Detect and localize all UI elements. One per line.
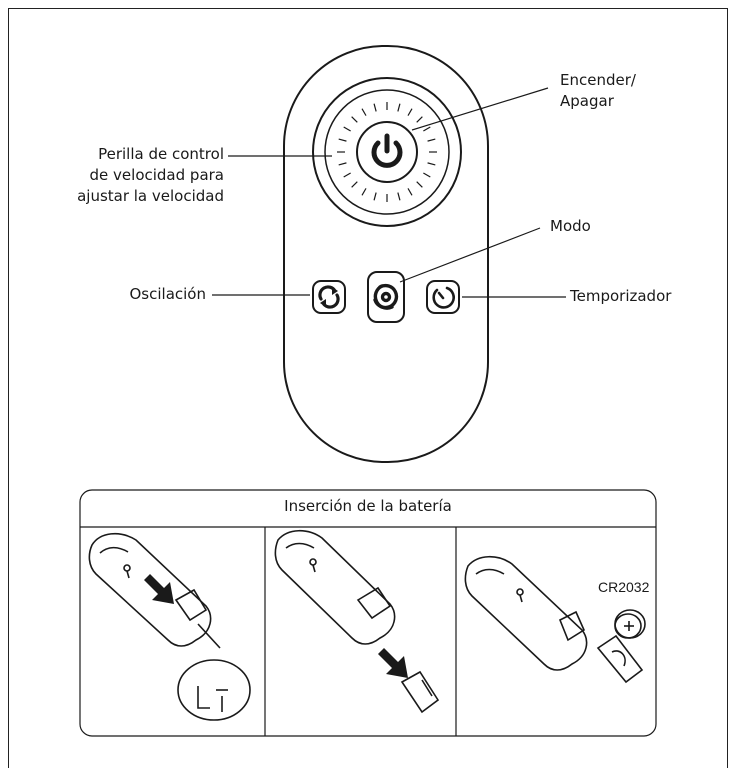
remove-arrow	[378, 648, 408, 678]
knob-tick	[407, 108, 413, 116]
knob-tick	[407, 188, 413, 196]
knob-tick	[338, 138, 347, 142]
callout-mode: Modo	[550, 217, 591, 235]
insert-arrow	[144, 574, 174, 604]
power-line-2: Apagar	[560, 92, 614, 110]
callout-oscillation: Oscilación	[129, 285, 207, 303]
knob-tick	[423, 172, 431, 178]
timer-icon	[432, 286, 455, 309]
knob-tick	[397, 192, 401, 201]
knob-tick	[373, 192, 377, 201]
battery-step-1	[88, 532, 251, 721]
power-icon	[371, 133, 403, 168]
battery-step-2	[274, 529, 440, 714]
knob-tick	[361, 188, 367, 196]
knob-tick	[361, 108, 367, 116]
knob-tick	[427, 162, 436, 166]
power-line-1: Encender/	[560, 71, 636, 89]
knob-tick	[343, 126, 351, 132]
knob-tick	[416, 116, 423, 123]
knob-tick	[373, 103, 377, 112]
remote-body	[283, 45, 489, 463]
knob-tick	[338, 162, 347, 166]
callout-timer: Temporizador	[570, 287, 672, 305]
speed-knob	[312, 77, 462, 227]
speed-knob-line-2: de velocidad para	[89, 166, 224, 184]
oscillation-button	[312, 280, 346, 314]
battery-model-label: CR2032	[598, 579, 650, 595]
battery-section-title: Inserción de la batería	[284, 497, 452, 515]
knob-tick	[416, 181, 423, 188]
mode-swirl-icon	[373, 283, 399, 310]
coin-battery	[614, 609, 646, 639]
battery-section	[79, 489, 657, 737]
knob-tick	[343, 172, 351, 178]
timer-button	[426, 280, 460, 314]
knob-tick	[397, 103, 401, 112]
battery-step-3	[464, 555, 644, 684]
knob-tick	[351, 181, 358, 188]
knob-tick	[427, 138, 436, 142]
knob-tick	[423, 126, 431, 132]
power-button	[356, 121, 418, 183]
speed-knob-line-1: Perilla de control	[98, 145, 224, 163]
page-frame	[8, 8, 728, 768]
speed-knob-line-3: ajustar la velocidad	[77, 187, 224, 205]
callout-power: Encender/ Apagar	[560, 70, 636, 112]
callout-speed-knob: Perilla de control de velocidad para aju…	[8, 144, 224, 207]
knob-tick	[351, 116, 358, 123]
mode-button	[367, 271, 405, 323]
